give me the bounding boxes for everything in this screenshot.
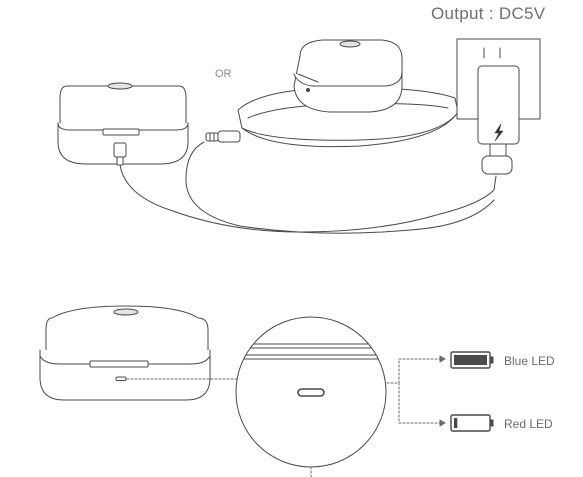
charging-case-icon [57, 82, 189, 166]
blue-led-label: Blue LED [504, 354, 555, 368]
led-indicator [297, 388, 325, 397]
battery-low-icon [450, 414, 494, 432]
battery-full-icon [450, 351, 494, 369]
lightning-bolt-icon [494, 123, 504, 142]
led-zoom-circle [235, 316, 387, 468]
pad-cable [185, 141, 495, 234]
usb-cable [119, 164, 497, 233]
red-led-label: Red LED [504, 417, 553, 431]
charging-case-on-pad-icon [293, 39, 403, 113]
usb-power-adapter-icon [456, 38, 541, 175]
output-voltage-label: Output : DC5V [431, 4, 546, 23]
or-label: OR [215, 68, 232, 80]
case-front-view [39, 305, 211, 401]
